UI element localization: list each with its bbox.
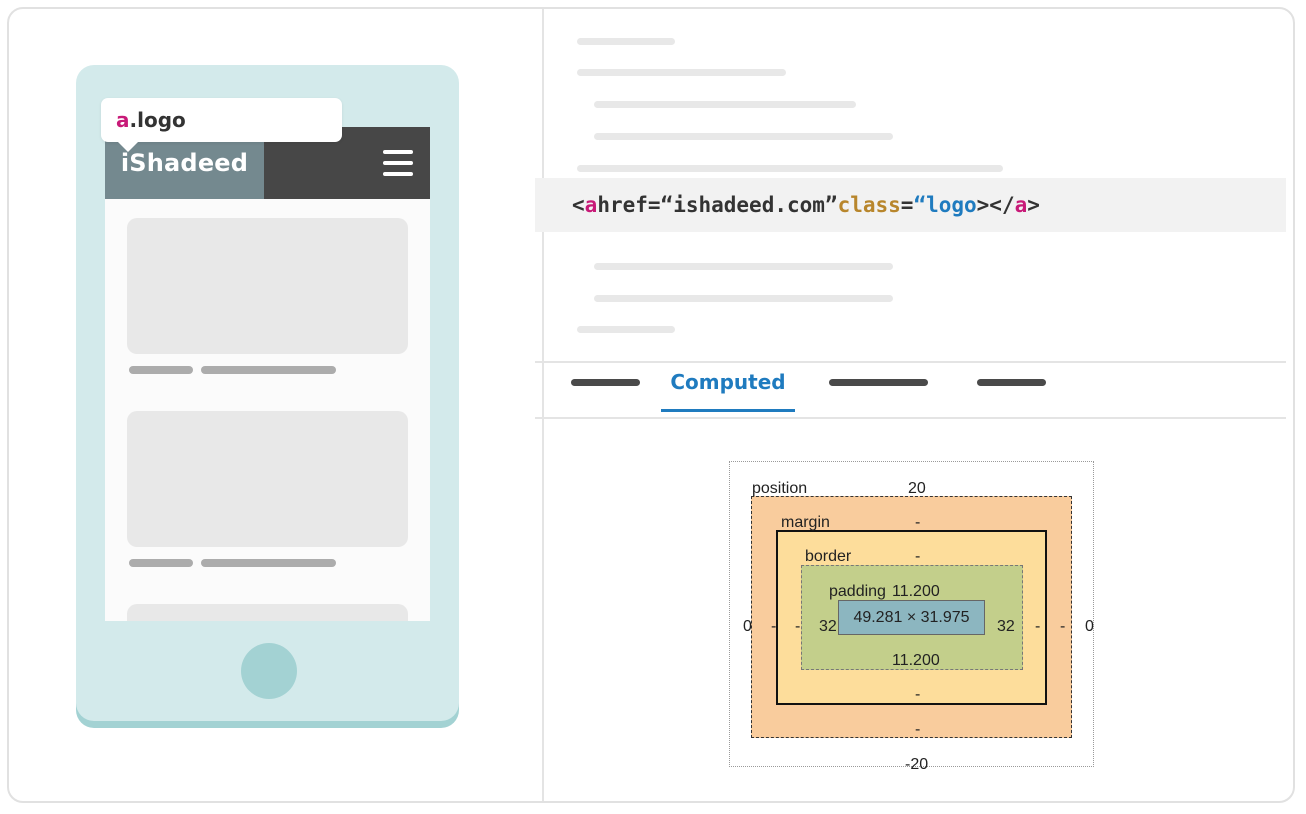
- content-card-placeholder: [127, 218, 408, 354]
- tab-placeholder[interactable]: [977, 379, 1046, 386]
- card-meta-placeholder: [129, 559, 193, 567]
- position-bottom-value: -20: [905, 756, 929, 773]
- padding-top-value: 11.200: [892, 583, 940, 600]
- border-right-value: -: [1035, 618, 1041, 635]
- position-right-value: 0: [1085, 618, 1094, 635]
- panel-divider: [542, 9, 544, 801]
- code-equals: =: [900, 193, 914, 217]
- code-line-placeholder: [577, 38, 675, 45]
- code-line-placeholder: [594, 295, 893, 302]
- selected-code-line[interactable]: <a href=“ishadeed.com” class=“logo></a>: [535, 178, 1286, 232]
- card-meta-placeholder: [201, 366, 336, 374]
- code-equals: =: [647, 193, 661, 217]
- tab-placeholder[interactable]: [829, 379, 928, 386]
- card-meta-placeholder: [129, 366, 193, 374]
- phone-mockup: iShadeed a.logo: [76, 65, 459, 721]
- code-tag-name: a: [584, 193, 598, 217]
- tabs-top-divider: [535, 361, 1286, 363]
- margin-label: margin: [781, 514, 830, 531]
- box-model-content-size: 49.281 × 31.975: [838, 600, 985, 635]
- border-bottom-value: -: [915, 686, 921, 703]
- margin-top-value: -: [915, 514, 921, 531]
- code-bracket: ></: [976, 193, 1015, 217]
- content-card-placeholder: [127, 604, 408, 621]
- code-line-placeholder: [577, 165, 1003, 172]
- position-left-value: 0: [743, 618, 752, 635]
- border-label: border: [805, 548, 852, 565]
- code-line-placeholder: [594, 263, 893, 270]
- margin-right-value: -: [1060, 618, 1066, 635]
- content-card-placeholder: [127, 411, 408, 547]
- padding-right-value: 32: [997, 618, 1015, 635]
- code-attr-class: class: [837, 193, 901, 217]
- padding-bottom-value: 11.200: [892, 652, 940, 669]
- phone-screen: iShadeed: [105, 127, 430, 621]
- padding-left-value: 32: [819, 618, 837, 635]
- tab-placeholder[interactable]: [571, 379, 640, 386]
- margin-bottom-value: -: [915, 721, 921, 738]
- padding-label: padding: [829, 583, 886, 600]
- card-meta-placeholder: [201, 559, 336, 567]
- position-label: position: [752, 480, 808, 497]
- code-line-placeholder: [577, 326, 675, 333]
- tab-computed[interactable]: Computed: [661, 362, 795, 412]
- phone-home-button: [241, 643, 297, 699]
- border-left-value: -: [795, 618, 801, 635]
- position-top-value: 20: [908, 480, 926, 497]
- code-close-tag-name: a: [1014, 193, 1028, 217]
- hamburger-menu-icon[interactable]: [383, 150, 413, 176]
- code-attr-href: href: [597, 193, 648, 217]
- code-bracket: <: [572, 193, 585, 217]
- code-line-placeholder: [577, 69, 786, 76]
- tooltip-tag-name: a: [116, 108, 130, 132]
- code-value-class: “logo: [913, 193, 977, 217]
- tooltip-arrow: [118, 142, 138, 152]
- border-top-value: -: [915, 548, 921, 565]
- margin-left-value: -: [771, 618, 777, 635]
- code-line-placeholder: [594, 133, 893, 140]
- site-logo-text: iShadeed: [120, 149, 249, 177]
- code-line-placeholder: [594, 101, 856, 108]
- tabs-bottom-divider: [535, 417, 1286, 419]
- tooltip-class-name: .logo: [129, 108, 186, 132]
- code-bracket: >: [1027, 193, 1040, 217]
- element-inspector-tooltip: a.logo: [101, 98, 342, 142]
- code-value-href: “ishadeed.com”: [660, 193, 838, 217]
